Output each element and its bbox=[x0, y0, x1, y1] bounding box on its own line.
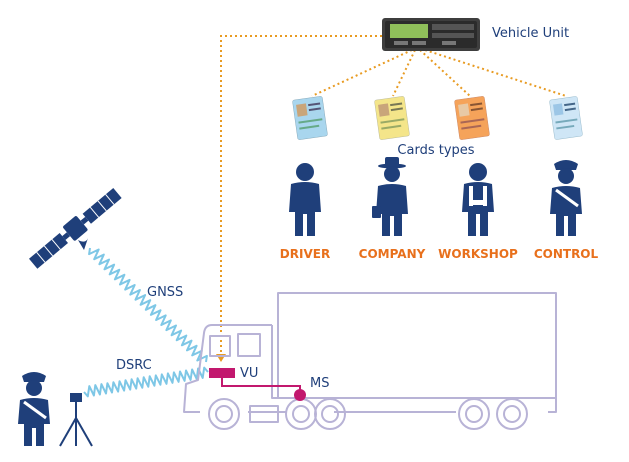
gnss-signal-wave bbox=[88, 247, 208, 363]
dsrc-signal-wave bbox=[83, 366, 209, 398]
line-vu-to-truck bbox=[220, 35, 382, 355]
role-label-control: CONTROL bbox=[534, 247, 599, 261]
company-card-icon bbox=[374, 96, 410, 140]
truck-cab bbox=[183, 324, 557, 413]
truck-icon bbox=[183, 292, 557, 430]
front-wheel bbox=[208, 398, 240, 430]
role-label-company: COMPANY bbox=[359, 247, 426, 261]
truck-window-left bbox=[209, 335, 231, 357]
truck-fuel-tank bbox=[249, 405, 279, 423]
drive-wheel-1 bbox=[285, 398, 317, 430]
line-to-control-card bbox=[424, 49, 567, 97]
trailer-wheel-1 bbox=[458, 398, 490, 430]
card-connection-lines bbox=[220, 35, 567, 355]
driver-card-icon bbox=[292, 96, 328, 140]
vu-ms-connection bbox=[209, 368, 306, 401]
line-to-workshop-card bbox=[419, 49, 471, 97]
workshop-icon bbox=[462, 163, 494, 236]
ms-label: MS bbox=[310, 376, 329, 391]
company-icon bbox=[372, 157, 408, 236]
drive-wheel-2 bbox=[314, 398, 346, 430]
vehicle-unit-label: Vehicle Unit bbox=[492, 26, 569, 41]
gnss-label: GNSS bbox=[147, 285, 183, 300]
vu-label: VU bbox=[240, 366, 258, 381]
role-label-driver: DRIVER bbox=[280, 247, 330, 261]
workshop-card-icon bbox=[454, 96, 490, 140]
control-card-icon bbox=[549, 96, 583, 140]
truck-trailer bbox=[277, 292, 557, 399]
cards-types-label: Cards types bbox=[397, 143, 474, 158]
role-label-workshop: WORKSHOP bbox=[438, 247, 518, 261]
control-officer-icon bbox=[550, 160, 582, 236]
driver-icon bbox=[289, 163, 321, 236]
satellite-icon bbox=[29, 188, 122, 269]
line-to-company-card bbox=[392, 49, 416, 97]
trailer-wheel-2 bbox=[496, 398, 528, 430]
police-officer-icon bbox=[18, 372, 50, 446]
vu-box bbox=[209, 368, 235, 378]
ms-sensor bbox=[294, 389, 306, 401]
dsrc-reader-icon bbox=[59, 393, 93, 447]
line-to-driver-card bbox=[311, 49, 413, 97]
truck-window-right bbox=[237, 333, 261, 357]
tachograph-icon bbox=[382, 18, 480, 51]
dsrc-label: DSRC bbox=[116, 358, 152, 373]
